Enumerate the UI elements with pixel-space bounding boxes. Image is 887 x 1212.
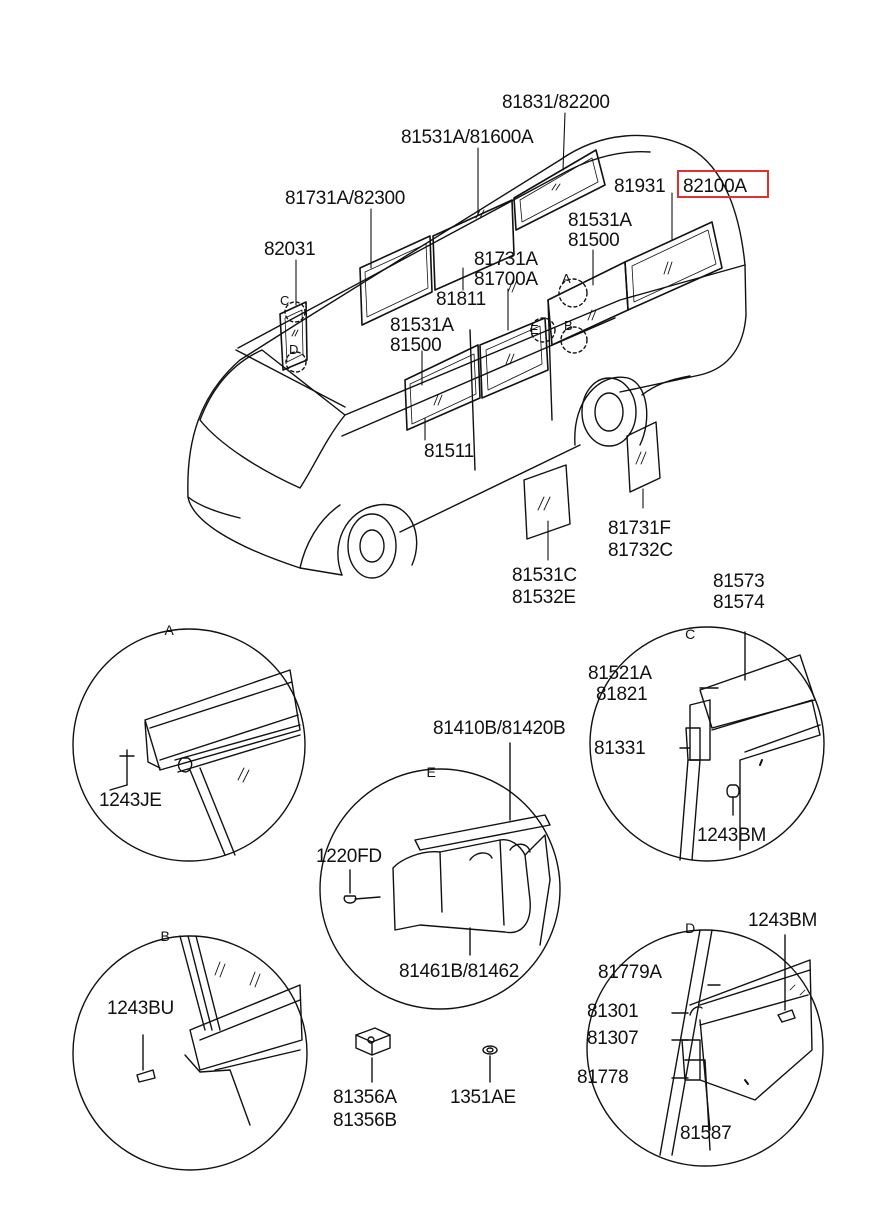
part-label-81531C: 81531C xyxy=(512,565,577,586)
part-label-81532E: 81532E xyxy=(512,587,576,608)
part-label-81831-82200: 81831/82200 xyxy=(502,92,610,113)
part-label-81587: 81587 xyxy=(680,1123,732,1144)
part-label-81356B: 81356B xyxy=(333,1110,397,1131)
detail-A-title: A xyxy=(164,622,174,638)
part-label-81410B-81420B: 81410B/81420B xyxy=(433,718,566,739)
detail-D-title: D xyxy=(685,920,695,936)
part-label-81356A: 81356A xyxy=(333,1087,397,1108)
part-label-81511: 81511 xyxy=(424,441,474,462)
callout-A: A xyxy=(562,271,571,286)
part-label-81307: 81307 xyxy=(587,1028,639,1049)
part-label-1243BU: 1243BU xyxy=(107,998,174,1019)
part-label-1243BM-detail-C: 1243BM xyxy=(697,825,766,846)
detail-B-title: B xyxy=(160,928,170,944)
part-label-81301: 81301 xyxy=(587,1001,639,1022)
part-highlight-box xyxy=(677,170,769,198)
part-label-81931: 81931 xyxy=(614,176,666,197)
part-label-81732C: 81732C xyxy=(608,540,673,561)
part-label-81811: 81811 xyxy=(436,289,486,310)
part-label-81500-upper: 81500 xyxy=(568,230,620,251)
callout-E: E xyxy=(530,322,539,337)
detail-D xyxy=(586,929,824,1167)
part-label-81574: 81574 xyxy=(713,592,765,613)
part-label-81573: 81573 xyxy=(713,571,765,592)
detail-E-title: E xyxy=(426,764,436,780)
part-label-81779A: 81779A xyxy=(598,962,662,983)
part-label-81531A-lower: 81531A xyxy=(390,315,454,336)
detail-E xyxy=(319,742,561,1010)
callout-C: C xyxy=(280,293,289,308)
part-label-81531A-upper: 81531A xyxy=(568,210,632,231)
van-leader-lines xyxy=(295,112,673,561)
part-label-1220FD: 1220FD xyxy=(316,846,382,867)
part-label-81731A-82300: 81731A/82300 xyxy=(285,188,406,209)
van-callout-circles xyxy=(284,278,588,373)
part-label-81521A: 81521A xyxy=(588,663,652,684)
van-windows xyxy=(279,149,723,431)
part-label-1351AE: 1351AE xyxy=(450,1087,516,1108)
detail-A xyxy=(72,628,306,862)
part-label-81461B-81462: 81461B/81462 xyxy=(399,961,520,982)
part-label-81731F: 81731F xyxy=(608,518,671,539)
van-body xyxy=(187,134,747,579)
detail-B xyxy=(72,935,308,1171)
part-label-1243BM-detail-D: 1243BM xyxy=(748,910,817,931)
callout-D: D xyxy=(289,342,298,357)
part-label-81731A-middle: 81731A xyxy=(474,249,538,270)
callout-B: B xyxy=(564,318,573,333)
loose-hardware xyxy=(355,1027,498,1083)
part-label-82031: 82031 xyxy=(264,239,316,260)
detail-C-title: C xyxy=(685,626,695,642)
loose-glass-parts xyxy=(523,421,661,540)
callout-letters: A B C D E xyxy=(280,271,573,357)
part-label-81821: 81821 xyxy=(596,684,648,705)
part-label-82100A: 82100A xyxy=(683,176,747,197)
part-label-81700A: 81700A xyxy=(474,269,538,290)
part-label-81778: 81778 xyxy=(577,1067,629,1088)
part-label-81500-lower: 81500 xyxy=(390,335,442,356)
part-label-81331: 81331 xyxy=(594,738,646,759)
part-label-1243JE: 1243JE xyxy=(99,790,162,811)
detail-C xyxy=(589,626,825,862)
part-label-81531A-81600A: 81531A/81600A xyxy=(401,127,534,148)
glass-hatch-marks xyxy=(291,183,673,406)
